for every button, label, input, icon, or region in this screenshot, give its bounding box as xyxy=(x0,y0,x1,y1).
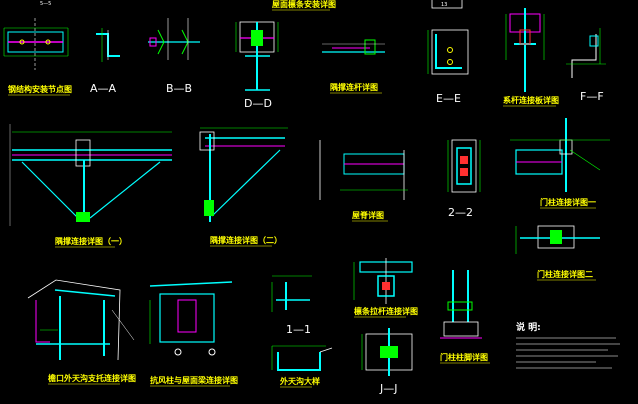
label-section-b-b: B—B xyxy=(166,82,192,95)
label-outer-gutter: 外天沟大样 xyxy=(280,376,320,386)
notes-title: 说 明: xyxy=(516,321,541,333)
label-section-d-d: D—D xyxy=(244,97,272,110)
eaves-gutter-support-detail xyxy=(27,279,135,361)
top-box-label: 13 xyxy=(441,2,447,8)
section-b-b xyxy=(148,18,200,60)
brace-detail-1 xyxy=(9,124,172,226)
label-section-a-a: A—A xyxy=(90,82,117,95)
section-f-f xyxy=(566,28,606,78)
door-column-detail-2 xyxy=(515,225,600,254)
brace-detail-2 xyxy=(199,127,288,222)
wind-column-roof-beam-detail xyxy=(149,281,233,356)
label-roof-purlin-install: 屋面檩条安装详图 xyxy=(272,0,336,9)
label-brace-detail-2: 隅撑连接详图（二） xyxy=(210,235,282,245)
label-section-2-2: 2—2 xyxy=(448,206,473,219)
section-2-2 xyxy=(447,139,481,193)
label-door-column-detail-2: 门柱连接详图二 xyxy=(537,269,593,279)
label-section-f-f: F—F xyxy=(580,90,604,103)
label-corner-brace-rod: 隅撑连杆详图 xyxy=(330,82,378,92)
section-e-e xyxy=(427,29,469,75)
label-ridge-detail: 屋脊详图 xyxy=(352,210,384,220)
purlin-rod-connection-detail xyxy=(353,258,413,304)
label-section-j-j: J—J xyxy=(379,382,398,395)
top-fragment-label: 5—5 xyxy=(40,1,51,7)
outer-gutter-detail xyxy=(271,345,333,371)
tie-rod-plate-detail xyxy=(505,8,545,92)
label-tie-rod-plate: 系杆连接板详图 xyxy=(503,95,559,105)
section-1-1 xyxy=(271,275,312,312)
label-section-e-e: E—E xyxy=(436,92,461,105)
door-column-detail-1 xyxy=(510,118,610,192)
label-door-column-foot: 门柱柱脚详图 xyxy=(440,352,488,362)
label-column-install-node: 钢结构安装节点图 xyxy=(8,84,72,94)
label-eaves-gutter-support: 檐口外天沟支托连接详图 xyxy=(48,373,136,383)
general-notes: 说 明: xyxy=(516,321,620,369)
label-door-column-detail-1: 门柱连接详图一 xyxy=(540,197,596,207)
ridge-detail xyxy=(319,140,408,200)
label-brace-detail-1: 隅撑连接详图（一） xyxy=(55,236,127,246)
corner-brace-rod-detail xyxy=(322,39,385,55)
label-section-1-1: 1—1 xyxy=(286,323,311,336)
section-d-d xyxy=(235,21,279,91)
column-install-node-detail: 5—5 xyxy=(3,1,69,70)
door-column-foot-detail xyxy=(440,270,482,339)
section-a-a xyxy=(96,28,120,62)
section-j-j xyxy=(361,328,413,376)
label-wind-column-roof-beam: 抗风柱与屋面梁连接详图 xyxy=(150,375,238,385)
label-purlin-rod-connection: 檩条拉杆连接详图 xyxy=(354,306,418,316)
